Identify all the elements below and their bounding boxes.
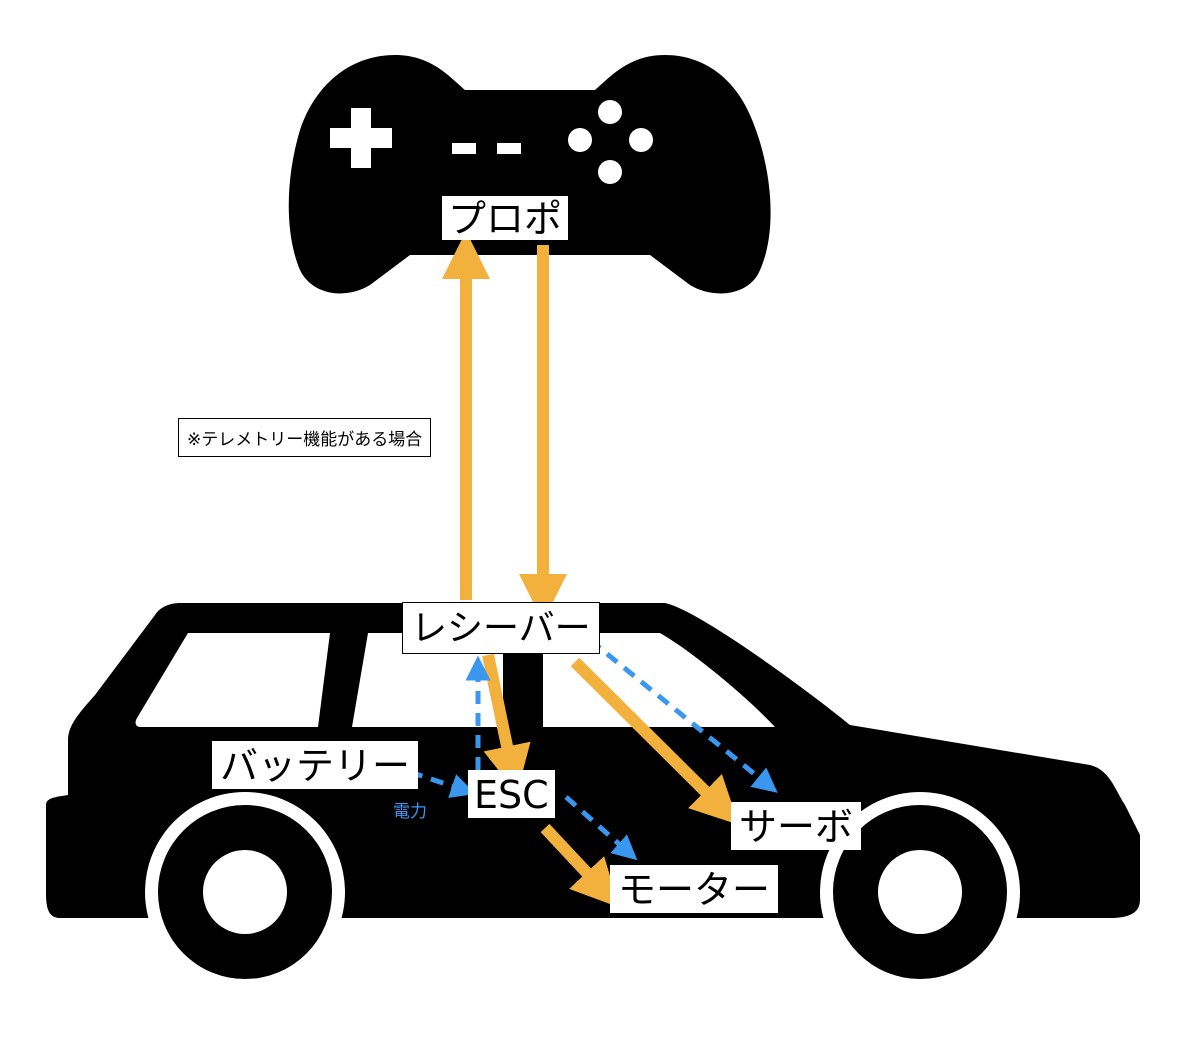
controller-label: プロポ xyxy=(442,196,569,240)
esc-label: ESC xyxy=(468,770,555,818)
motor-label: モーター xyxy=(610,865,779,913)
power-label: 電力 xyxy=(393,802,427,822)
telemetry-note: ※テレメトリー機能がある場合 xyxy=(178,418,432,457)
arrow-receiver-to-servo-power xyxy=(588,638,778,793)
battery-label: バッテリー xyxy=(212,741,419,789)
arrow-esc-to-motor xyxy=(540,823,620,908)
arrow-esc-to-motor-power xyxy=(564,795,638,861)
arrow-receiver-to-servo xyxy=(570,657,740,825)
arrow-battery-to-esc xyxy=(409,769,476,798)
receiver-label: レシーバー xyxy=(402,602,600,654)
arrow-receiver-to-esc xyxy=(482,653,531,794)
power-arrows xyxy=(409,638,778,861)
gamepad-icon xyxy=(288,55,771,294)
station-wagon-icon xyxy=(46,603,1140,992)
servo-label: サーボ xyxy=(731,802,862,850)
signal-arrows xyxy=(442,231,740,908)
